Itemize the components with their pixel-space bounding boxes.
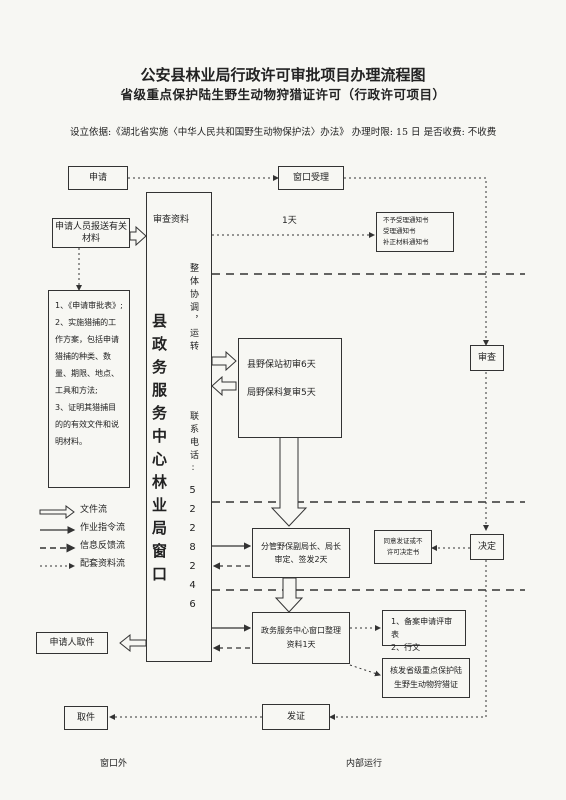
decision-box: 决定 (470, 534, 504, 560)
notice-item: 受理通知书 (383, 227, 416, 235)
archive-item: 2、行文 (391, 643, 421, 652)
collect-box: 取件 (64, 706, 108, 730)
disagree-box: 同意发证或不许可决定书 (374, 530, 432, 564)
notice-item: 不予受理通知书 (383, 216, 429, 224)
review-materials-label: 审查资料 (153, 215, 190, 225)
basis-line: 设立依据:《湖北省实施〈中华人民共和国野生动物保护法〉办法》 办理时限: 15 … (70, 127, 497, 138)
archive-item: 1、备案申请评审表 (391, 617, 453, 639)
coordination-text: 整体协调，运转 (188, 263, 198, 354)
center-name: 县政务服务中心林业局窗口 (150, 313, 168, 589)
internal-label: 内部运行 (346, 759, 383, 769)
window-accept-box: 窗口受理 (278, 166, 344, 190)
one-day-label: 1天 (282, 216, 297, 226)
applicant-collect-box: 申请人取件 (36, 632, 108, 654)
station-review-text: 县野保站初审6天 (247, 360, 316, 370)
requirement-item: 3、证明其猎捕目的的有效文件和说明材料。 (55, 403, 119, 446)
phone-number: 5228246 (187, 485, 198, 618)
bureau-review-text: 局野保科复审5天 (247, 388, 316, 398)
requirements-box: 1、《申请审批表》; 2、实施猎捕的工作方案，包括申请猎捕的种类、数量、期限、地… (48, 290, 130, 488)
legend-file-flow: 文件流 (80, 505, 108, 515)
notice-item: 补正材料通知书 (383, 238, 429, 246)
legend-material-flow: 配套资料流 (80, 559, 126, 569)
legend-instruction-flow: 作业指令流 (80, 523, 126, 533)
diagram-title: 公安县林业局行政许可审批项目办理流程图 (140, 66, 426, 84)
notices-box: 不予受理通知书 受理通知书 补正材料通知书 (376, 212, 454, 252)
requirement-item: 2、实施猎捕的工作方案，包括申请猎捕的种类、数量、期限、地点、工具和方法; (55, 318, 119, 395)
review-stages-box: 县野保站初审6天 局野保科复审5天 (238, 338, 342, 438)
center-window-column: 审查资料 县政务服务中心林业局窗口 整体协调，运转 联系电话: 5228246 (146, 192, 212, 662)
check-box: 审查 (470, 345, 504, 371)
window-sort-box: 政务服务中心窗口整理资料1天 (252, 612, 350, 664)
leader-review-box: 分管野保副局长、局长审定、签发2天 (252, 528, 350, 578)
archive-box: 1、备案申请评审表 2、行文 (382, 610, 466, 652)
diagram-subtitle: 省级重点保护陆生野生动物狩猎证许可（行政许可项目） (120, 87, 446, 102)
outside-window-label: 窗口外 (100, 759, 128, 769)
applicant-submit-box: 申请人员报送有关材料 (52, 218, 130, 248)
legend-feedback-flow: 信息反馈流 (80, 541, 126, 551)
phone-label: 联系电话: (188, 411, 198, 477)
issue-cert-box: 核发省级重点保护陆生野生动物狩猎证 (382, 658, 470, 698)
requirement-item: 1、《申请审批表》; (55, 301, 123, 310)
apply-box: 申请 (68, 166, 128, 190)
issue-box: 发证 (262, 704, 330, 730)
